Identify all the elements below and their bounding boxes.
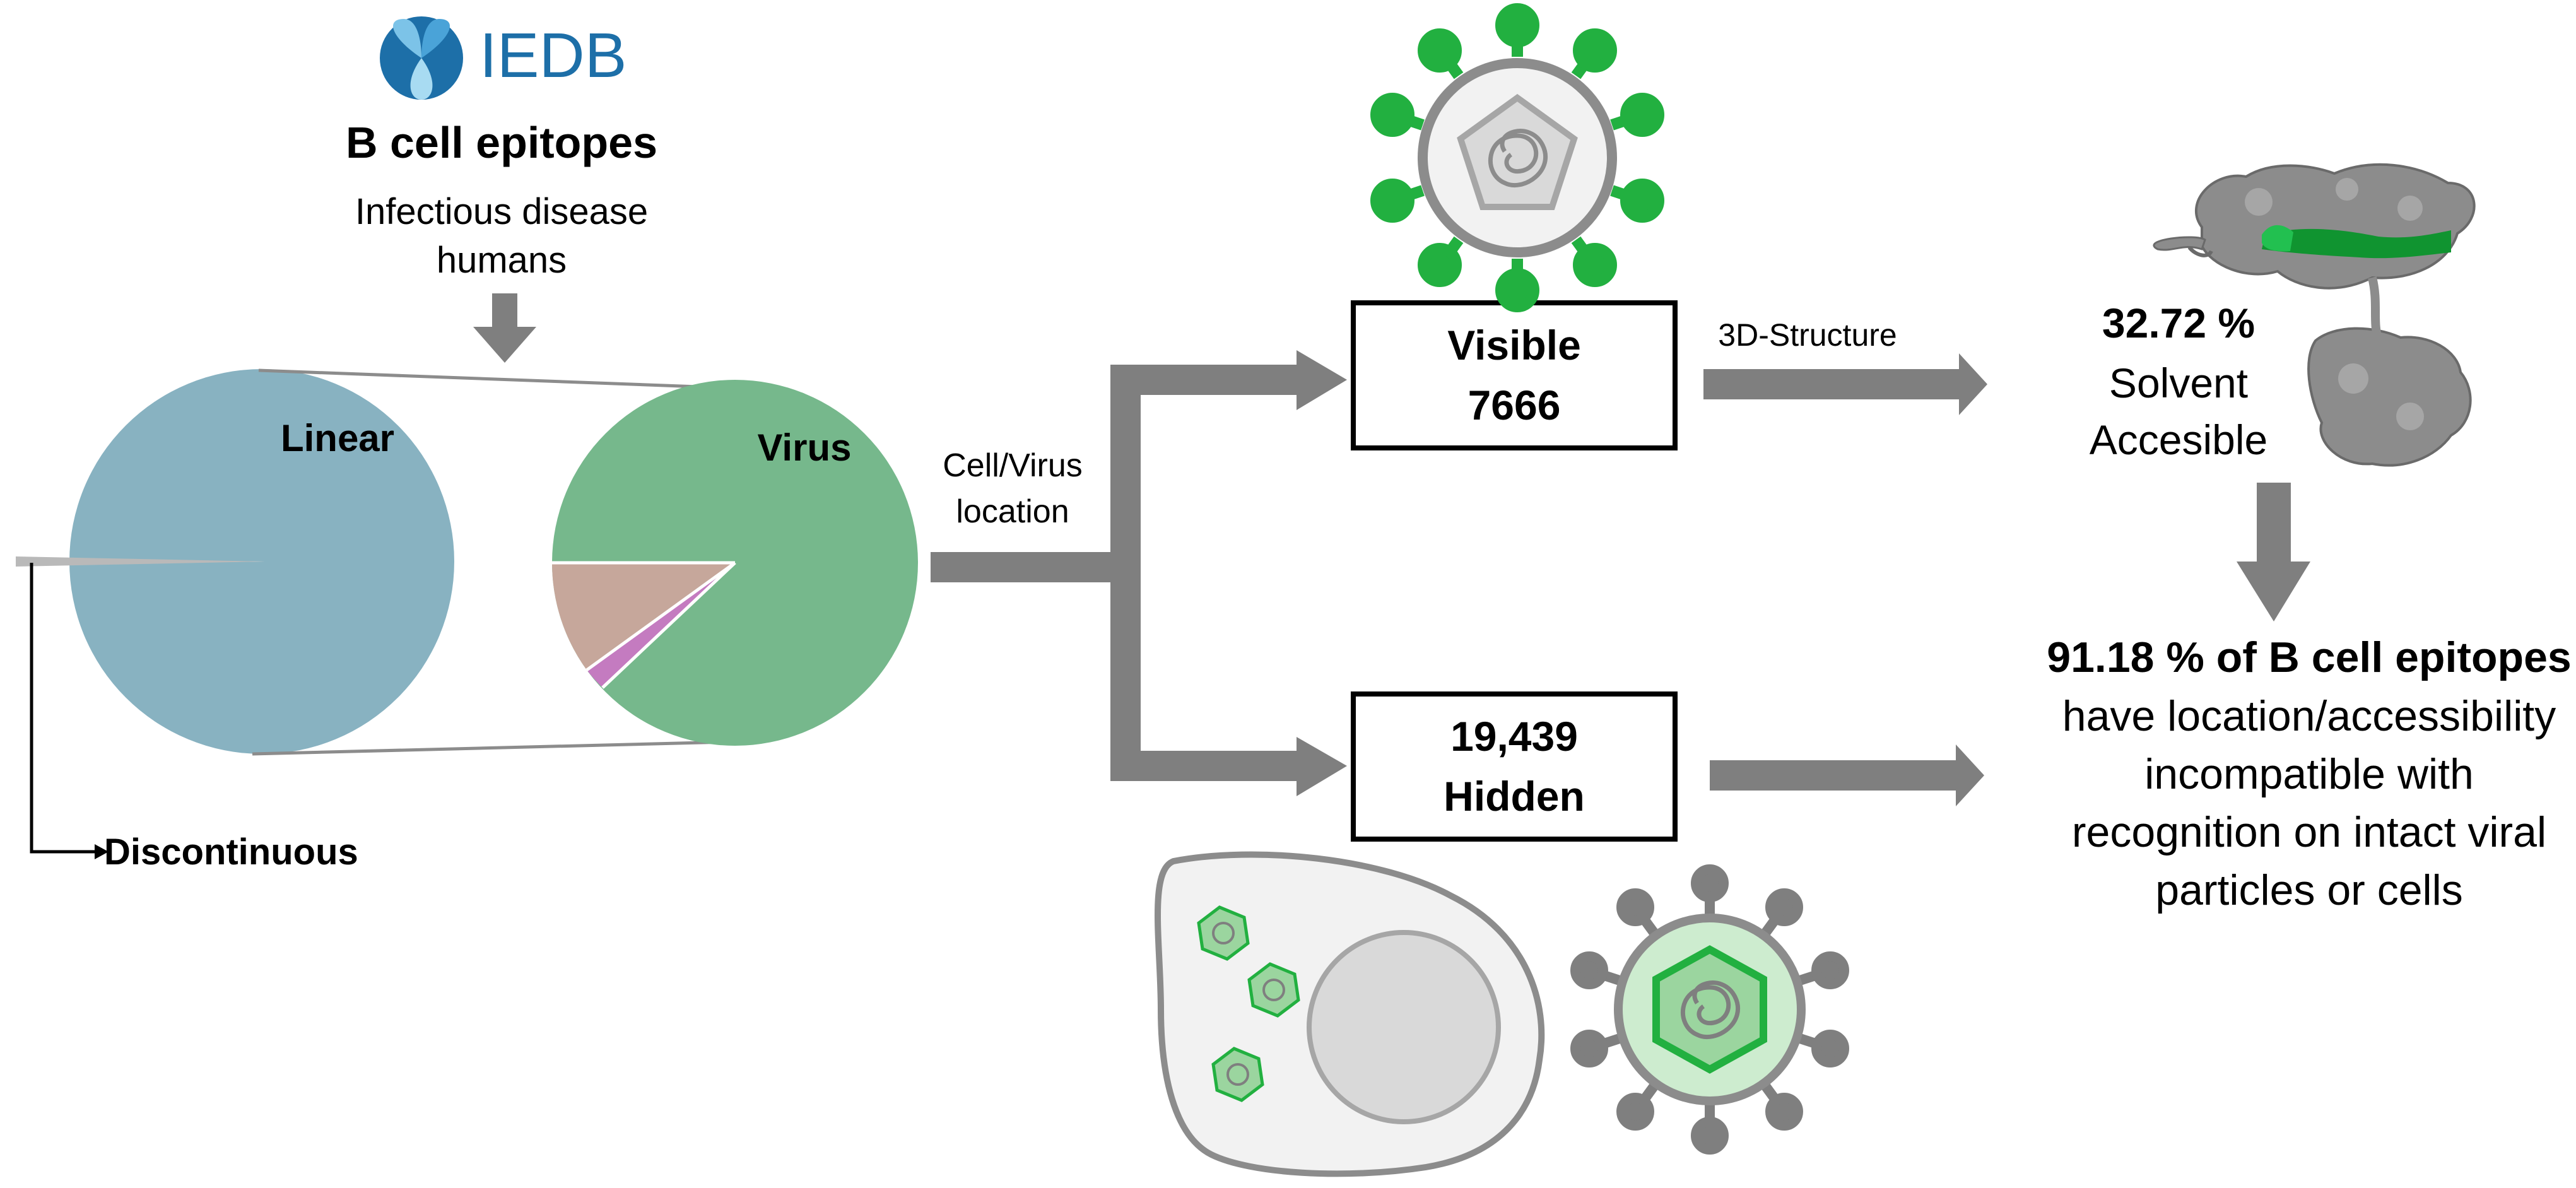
conclusion-line-5: particles or cells (2155, 866, 2463, 914)
hidden-count: 19,439 (1450, 713, 1578, 760)
subtitle-line-1: Infectious disease (355, 191, 648, 232)
pie-slice-discontinuous (16, 556, 265, 567)
pie-slice-minor (587, 563, 735, 688)
down-arrow-icon (473, 293, 536, 363)
pie-linear: Linear (16, 369, 454, 754)
intracellular-virus-icon (1197, 905, 1250, 961)
visible-box: Visible 7666 (1351, 300, 1678, 450)
conclusion-line-4: recognition on intact viral (2072, 808, 2546, 856)
intracellular-virus-icon (1247, 962, 1300, 1018)
pie-label-virus: Virus (758, 426, 852, 469)
discontinuous-label: Discontinuous (104, 832, 358, 873)
discontinuous-callout: Discontinuous (30, 563, 358, 873)
pie-virus: Virus (552, 380, 918, 746)
conclusion-line-3: incompatible with (2144, 750, 2474, 798)
iedb-logo-icon (380, 16, 463, 100)
main-title: B cell epitopes (346, 118, 657, 167)
pie-slice-other (552, 563, 735, 670)
conclusion-line-2: have location/accessibility (2062, 692, 2556, 740)
conclusion-line-1: 91.18 % of B cell epitopes (2047, 633, 2571, 681)
iedb-logo: IEDB (380, 16, 626, 100)
solvent-line-1: Solvent (2109, 360, 2248, 406)
hidden-label: Hidden (1444, 773, 1585, 820)
solvent-down-arrow (2237, 483, 2310, 621)
virus-icon-visible (1370, 3, 1664, 312)
solvent-percent: 32.72 % (2102, 300, 2255, 346)
visible-label: Visible (1447, 322, 1581, 368)
virus-icon-hidden (1570, 864, 1849, 1155)
protein-structure-image (2153, 163, 2476, 467)
subtitle-line-2: humans (437, 240, 567, 281)
structure-arrow (1703, 353, 1987, 415)
branch-arrows (931, 350, 1347, 796)
pie-connector-lines (252, 368, 755, 756)
intracellular-virus-icon (1211, 1047, 1264, 1102)
visible-count: 7666 (1468, 382, 1561, 428)
hidden-box: 19,439 Hidden (1351, 691, 1678, 842)
structure-label: 3D-Structure (1718, 317, 1897, 353)
location-label-line-1: Cell/Virus (943, 447, 1083, 484)
solvent-line-2: Accesible (2090, 416, 2267, 463)
iedb-logo-text: IEDB (479, 20, 626, 91)
hidden-arrow (1710, 744, 1984, 806)
location-label-line-2: location (956, 493, 1069, 530)
pie-label-linear: Linear (281, 417, 394, 459)
cell-icon-hidden (1155, 851, 1545, 1177)
